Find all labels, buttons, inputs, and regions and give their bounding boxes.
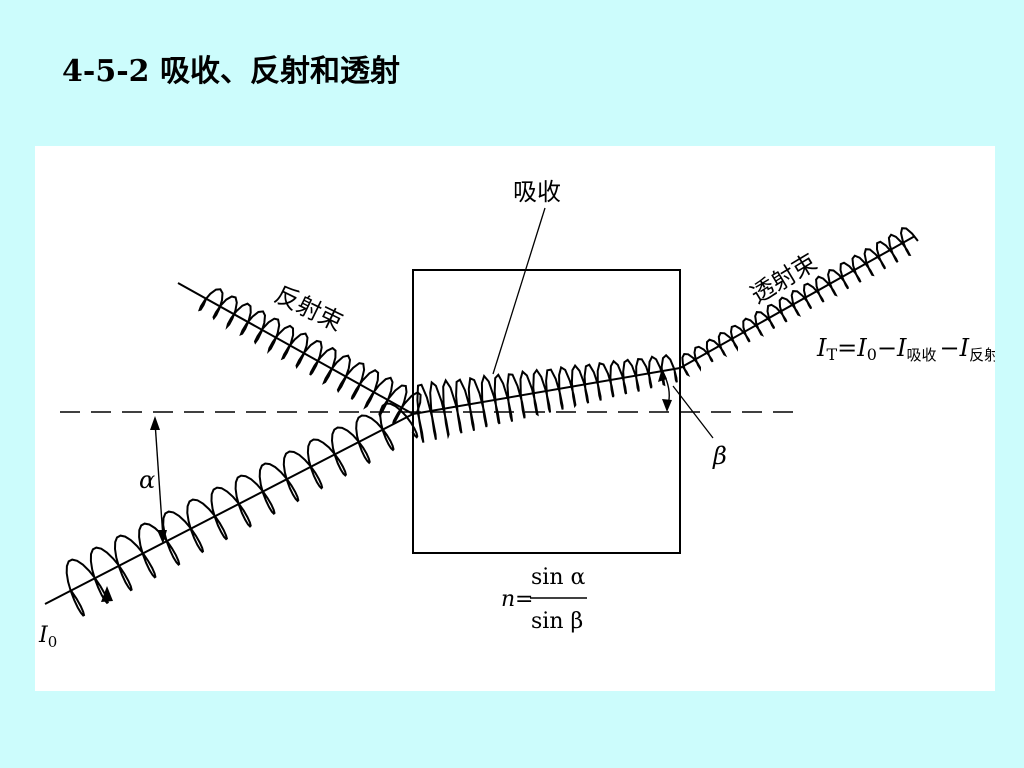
i0-symbol: I bbox=[856, 334, 867, 362]
diagram-panel: 吸收 反射束 透射束 α β IT=I0−I吸收−I反射 n = sin α s… bbox=[35, 146, 995, 691]
n-equals-sign: = bbox=[515, 587, 533, 612]
transmitted-beam-label: 透射束 bbox=[746, 248, 822, 309]
it-symbol: I bbox=[816, 334, 827, 362]
absorption-leader-line bbox=[492, 207, 546, 375]
absorb-subscript: 吸收 bbox=[907, 346, 937, 364]
alpha-arrowhead-bottom bbox=[157, 530, 167, 544]
alpha-arrowhead-top bbox=[150, 416, 160, 430]
i0-subscript: 0 bbox=[867, 345, 877, 364]
slide-title: 4-5-2 吸收、反射和透射 bbox=[62, 54, 400, 89]
alpha-label: α bbox=[139, 466, 155, 494]
reflected-beam-label: 反射束 bbox=[270, 280, 347, 337]
i0-label-subscript: 0 bbox=[48, 633, 58, 651]
reflected-wave-helix bbox=[198, 288, 422, 425]
equals-sign: = bbox=[837, 334, 857, 362]
transmission-formula: IT=I0−I吸收−I反射 bbox=[816, 334, 995, 364]
minus-sign-2: − bbox=[940, 334, 960, 362]
beta-label: β bbox=[712, 442, 727, 470]
alpha-angle-arc bbox=[154, 421, 164, 539]
beta-arrowhead-top bbox=[658, 368, 667, 382]
beta-arrowhead-bottom bbox=[662, 399, 672, 412]
beta-leader-line bbox=[672, 385, 714, 439]
n-symbol: n bbox=[501, 587, 515, 612]
incident-direction-arrowhead bbox=[101, 586, 113, 602]
i-absorb-symbol: I bbox=[896, 334, 907, 362]
it-subscript: T bbox=[826, 345, 837, 364]
reflect-subscript: 反射 bbox=[969, 346, 995, 364]
absorption-label: 吸收 bbox=[513, 178, 561, 206]
sin-alpha-numerator: sin α bbox=[531, 565, 585, 590]
incident-beam-axis bbox=[44, 413, 414, 605]
sample-block bbox=[412, 269, 681, 554]
absorbed-wave-helix bbox=[416, 353, 678, 443]
i0-label-symbol: I bbox=[38, 623, 49, 648]
minus-sign: − bbox=[877, 334, 897, 362]
sin-beta-denominator: sin β bbox=[531, 609, 583, 634]
transmitted-wave-helix bbox=[681, 227, 919, 378]
refraction-diagram: 吸收 反射束 透射束 α β IT=I0−I吸收−I反射 n = sin α s… bbox=[38, 178, 995, 651]
i-reflect-symbol: I bbox=[959, 334, 970, 362]
incident-intensity-label: I0 bbox=[38, 623, 57, 651]
incident-wave-helix bbox=[65, 402, 419, 617]
